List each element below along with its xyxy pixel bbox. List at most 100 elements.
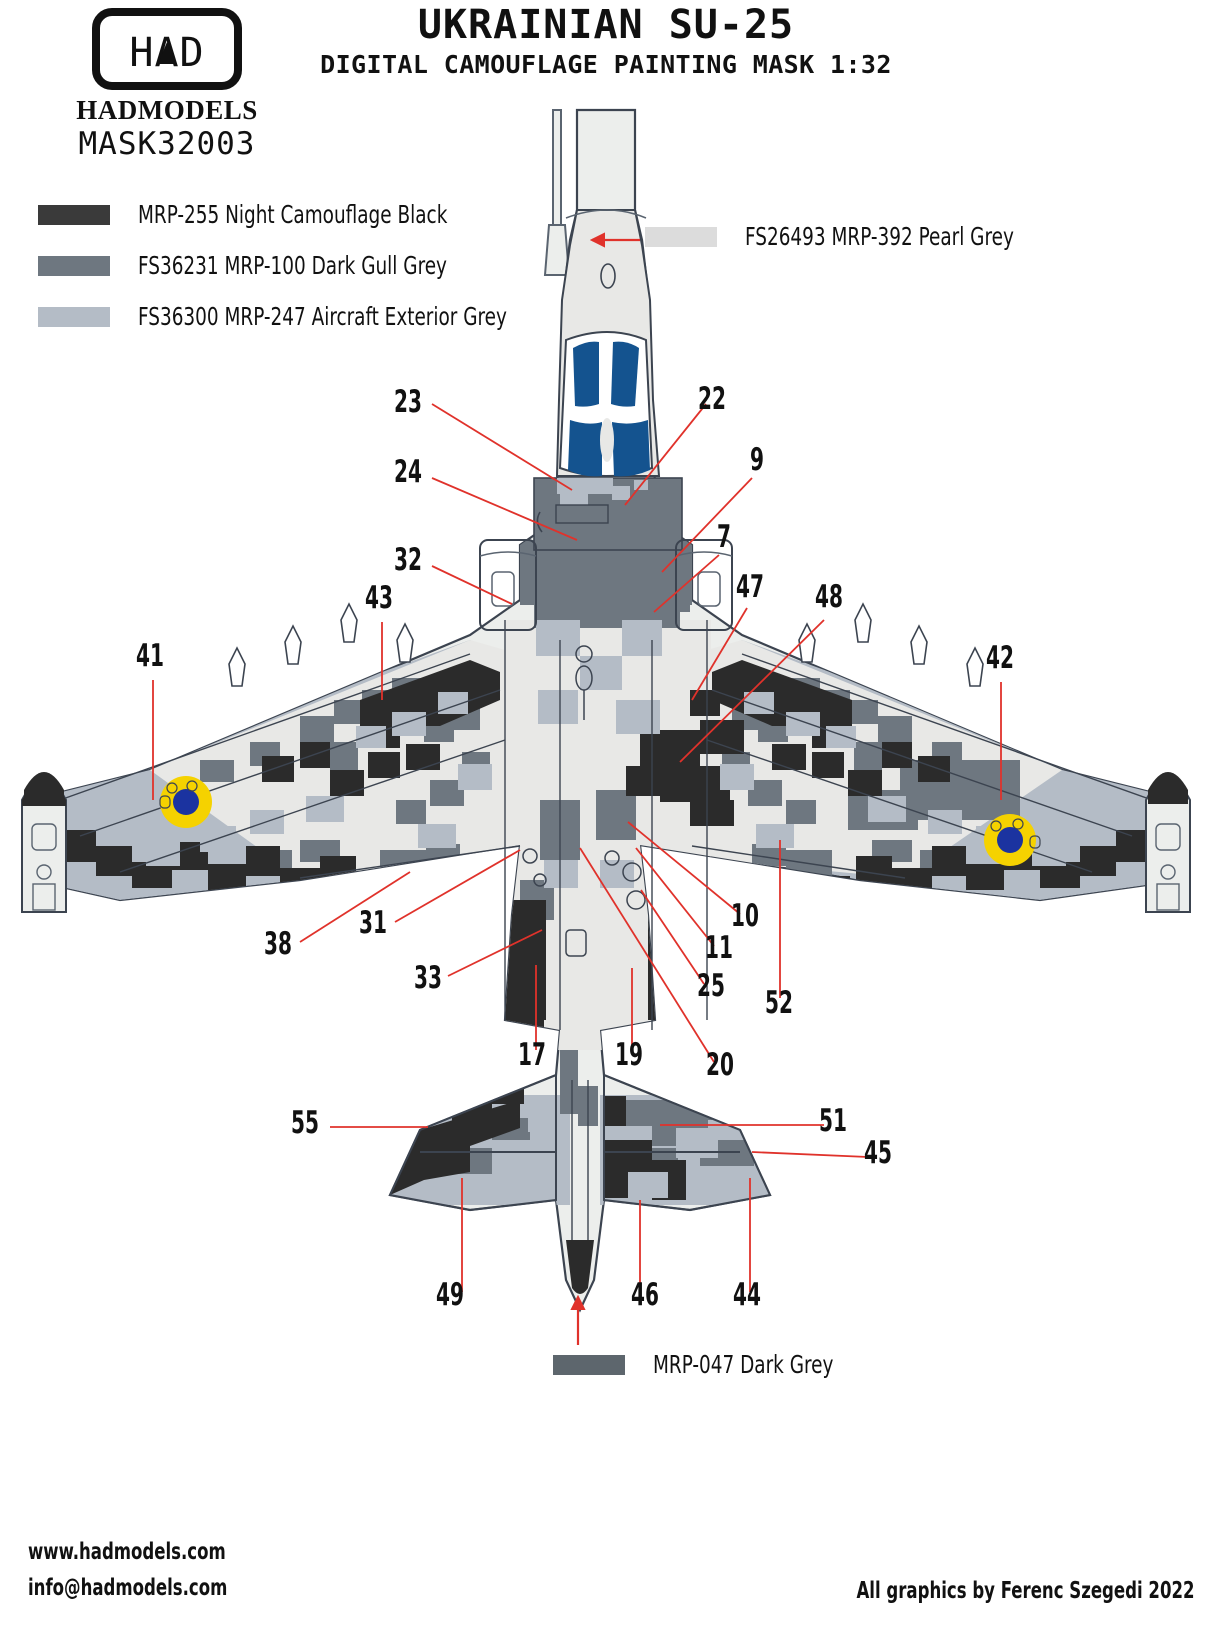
callout-number: 47 <box>736 569 764 605</box>
callout-number: 32 <box>394 542 422 578</box>
callout-number: 17 <box>518 1037 546 1073</box>
nose-and-cockpit <box>555 209 661 477</box>
callout-24: 24 <box>394 454 578 541</box>
callout-number: 11 <box>705 930 733 966</box>
leader-line <box>447 929 543 977</box>
callout-25: 25 <box>640 889 725 1004</box>
centre-body-details <box>522 645 646 957</box>
leader-line <box>653 554 720 613</box>
leader-line <box>431 477 578 541</box>
leader-line <box>691 607 748 701</box>
right-nacelle <box>675 539 733 631</box>
callout-46: 46 <box>631 1200 659 1313</box>
callout-number: 22 <box>698 381 726 417</box>
roundel-left <box>159 776 212 828</box>
roundel-right <box>984 814 1041 866</box>
digital-camouflage-pattern <box>30 478 1182 1205</box>
legend-arrow-layer <box>570 232 640 1345</box>
callout-number: 38 <box>264 926 292 962</box>
website-text: www.hadmodels.com <box>28 1539 226 1565</box>
callout-47: 47 <box>691 569 764 701</box>
callout-19: 19 <box>615 968 643 1073</box>
tailplanes <box>388 1073 772 1212</box>
callout-31: 31 <box>359 849 521 941</box>
callout-number: 49 <box>436 1277 464 1313</box>
callout-38: 38 <box>264 871 411 962</box>
panel-lines <box>59 620 1153 1030</box>
color-legend-dark-grey: MRP-047 Dark Grey <box>553 1350 873 1379</box>
email-text: info@hadmodels.com <box>28 1574 228 1601</box>
leader-line <box>679 619 825 763</box>
callout-number: 7 <box>717 519 731 555</box>
callout-number: 25 <box>697 968 725 1004</box>
callout-33: 33 <box>414 929 543 996</box>
legend-item: FS36231 MRP-100 Dark Gull Grey <box>38 251 588 280</box>
callout-55: 55 <box>291 1105 428 1141</box>
callout-45: 45 <box>751 1135 892 1171</box>
canopy-glass <box>568 341 650 477</box>
callout-52: 52 <box>765 840 793 1021</box>
callout-9: 9 <box>661 442 764 573</box>
callout-number: 44 <box>733 1277 761 1313</box>
leader-line <box>431 403 573 491</box>
engine-nacelles <box>479 539 733 631</box>
leader-line <box>624 403 707 506</box>
leader-line <box>751 1151 869 1158</box>
callout-number: 43 <box>365 580 393 616</box>
callout-number: 24 <box>394 454 422 490</box>
had-logo-icon: HAD <box>92 8 242 90</box>
nose-panel-line <box>565 209 647 219</box>
legend-label: MRP-255 Night Camouflage Black <box>138 200 448 229</box>
callout-20: 20 <box>579 847 734 1083</box>
avionics-bay <box>533 477 683 551</box>
legend-swatch <box>38 306 110 327</box>
legend-swatch <box>38 204 110 225</box>
footer-credit: All graphics by Ferenc Szegedi 2022 <box>856 1578 1194 1604</box>
callout-number: 52 <box>765 985 793 1021</box>
leader-line <box>627 821 741 915</box>
legend-label: FS36300 MRP-247 Aircraft Exterior Grey <box>138 302 507 331</box>
legend-label: MRP-047 Dark Grey <box>653 1350 834 1379</box>
legend-label: FS26493 MRP-392 Pearl Grey <box>745 222 1014 251</box>
callout-number: 48 <box>815 579 843 615</box>
callout-11: 11 <box>635 847 733 966</box>
callout-number: 46 <box>631 1277 659 1313</box>
callout-number: 23 <box>394 384 422 420</box>
callout-17: 17 <box>518 965 546 1073</box>
callout-number: 51 <box>819 1103 847 1139</box>
wingtip-pods <box>21 772 1191 913</box>
brand-logo-block: HAD HADMODELS MASK32003 <box>52 8 282 160</box>
callout-number: 41 <box>136 638 164 674</box>
leader-line <box>635 847 715 947</box>
callout-48: 48 <box>679 579 843 763</box>
leader-line <box>640 889 705 985</box>
legend-swatch <box>553 1354 625 1375</box>
legend-item: MRP-255 Night Camouflage Black <box>38 200 588 229</box>
callout-42: 42 <box>986 640 1014 800</box>
leader-line <box>431 565 513 605</box>
nose-sensor-icon <box>600 263 616 289</box>
canopy-centre-rib <box>600 418 614 462</box>
legend-swatch <box>38 255 110 276</box>
callout-51: 51 <box>660 1103 847 1139</box>
callout-number: 33 <box>414 960 442 996</box>
leader-line <box>579 847 715 1063</box>
callout-23: 23 <box>394 384 573 491</box>
callout-number: 10 <box>731 898 759 934</box>
mask-code: MASK32003 <box>78 126 256 162</box>
callout-22: 22 <box>624 381 726 506</box>
right-wingtip-pod <box>1145 772 1191 913</box>
wing-pylons <box>228 602 984 687</box>
footer-contact: www.hadmodels.com info@hadmodels.com <box>28 1535 227 1606</box>
callout-43: 43 <box>365 580 393 700</box>
tail-cone <box>566 1080 594 1294</box>
leader-line <box>299 871 411 943</box>
brand-name: HADMODELS <box>76 95 258 125</box>
callout-7: 7 <box>653 519 731 613</box>
callout-number: 55 <box>291 1105 319 1141</box>
callout-49: 49 <box>436 1178 464 1313</box>
callout-number: 9 <box>750 442 764 478</box>
color-legend-pearl-grey: FS26493 MRP-392 Pearl Grey <box>645 222 1073 251</box>
callout-number: 42 <box>986 640 1014 676</box>
